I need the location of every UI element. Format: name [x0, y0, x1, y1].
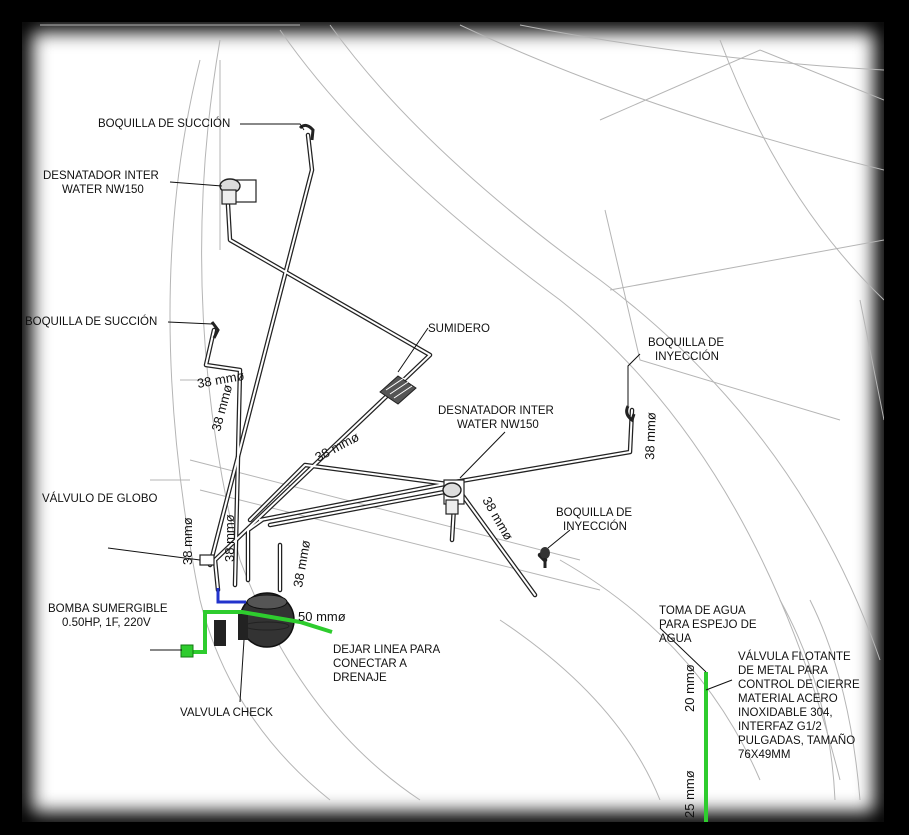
dim-38-e: 38 mmø	[180, 517, 195, 565]
injection-nozzle-1-icon	[625, 405, 636, 423]
component-labels: BOQUILLA DE SUCCIÓN DESNATADOR INTER WAT…	[25, 117, 860, 761]
plumbing-diagram: BOQUILLA DE SUCCIÓN DESNATADOR INTER WAT…	[25, 24, 884, 822]
label-toma-b: PARA ESPEJO DE	[659, 619, 757, 631]
label-sumidero: SUMIDERO	[428, 323, 490, 335]
label-flotante-h: 76X49MM	[738, 749, 790, 761]
dim-38-f: 38 mmø	[222, 514, 237, 562]
skimmer-1-icon	[219, 178, 257, 205]
leader-lines	[107, 123, 733, 703]
dim-20: 20 mmø	[682, 664, 697, 712]
label-boquilla-inyeccion-1-b: INYECCIÓN	[655, 350, 719, 363]
label-boquilla-inyeccion-1-a: BOQUILLA DE	[648, 337, 724, 349]
blue-pipe-segment	[216, 588, 246, 604]
dim-25: 25 mmø	[682, 770, 697, 818]
equipment	[180, 123, 708, 822]
label-valvulo-globo: VÁLVULO DE GLOBO	[42, 492, 158, 505]
label-flotante-a: VÁLVULA FLOTANTE	[738, 650, 851, 663]
label-drenaje-c: DRENAJE	[333, 672, 387, 684]
label-flotante-b: DE METAL PARA	[738, 665, 828, 677]
dim-38-g: 38 mmø	[290, 539, 313, 589]
label-flotante-e: INOXIDABLE 304,	[738, 707, 833, 719]
dim-38-d: 38 mmø	[642, 412, 659, 460]
drawing-sheet: BOQUILLA DE SUCCIÓN DESNATADOR INTER WAT…	[22, 22, 884, 822]
label-drenaje-a: DEJAR LINEA PARA	[333, 644, 440, 656]
label-bomba-b: 0.50HP, 1F, 220V	[62, 617, 151, 629]
pool-outline	[40, 24, 884, 801]
submersible-pump-icon	[180, 644, 194, 658]
check-valve-icon	[214, 612, 248, 646]
dim-38-b: 38 mmø	[208, 383, 235, 433]
label-boquilla-inyeccion-2-b: INYECCIÓN	[563, 520, 627, 533]
label-boquilla-succion-1: BOQUILLA DE SUCCIÓN	[98, 117, 230, 130]
pipe-dimensions: 38 mmø 38 mmø 38 mmø 38 mmø 38 mmø 38 mm…	[180, 368, 697, 818]
label-flotante-g: PULGADAS, TAMAÑO	[738, 734, 855, 747]
label-boquilla-inyeccion-2-a: BOQUILLA DE	[556, 507, 632, 519]
suction-nozzle-top-icon	[298, 123, 315, 141]
label-toma-a: TOMA DE AGUA	[659, 605, 746, 617]
label-desnatador-1-a: DESNATADOR INTER	[43, 170, 159, 182]
label-desnatador-2-b: WATER NW150	[457, 419, 539, 431]
skimmer-2-icon	[442, 479, 465, 515]
green-pipes	[190, 610, 708, 822]
suction-nozzle-left-icon	[210, 321, 220, 339]
dim-50: 50 mmø	[298, 609, 346, 624]
label-toma-c: AGUA	[659, 633, 692, 645]
label-desnatador-1-b: WATER NW150	[62, 184, 144, 196]
label-flotante-c: CONTROL DE CIERRE	[738, 679, 860, 691]
pipe-network	[203, 132, 635, 598]
label-drenaje-b: CONECTAR A	[333, 658, 407, 670]
label-flotante-f: INTERFAZ G1/2	[738, 721, 822, 733]
label-valvula-check: VALVULA CHECK	[180, 707, 273, 719]
label-bomba-a: BOMBA SUMERGIBLE	[48, 603, 168, 615]
label-desnatador-2-a: DESNATADOR INTER	[438, 405, 554, 417]
label-boquilla-succion-2: BOQUILLA DE SUCCIÓN	[25, 315, 157, 328]
dim-38-c: 38 mmø	[312, 429, 361, 465]
sump-grate-icon	[379, 375, 417, 405]
globe-valve-icon	[199, 554, 215, 566]
injection-nozzle-2-icon	[540, 547, 550, 568]
label-flotante-d: MATERIAL ACERO	[738, 693, 838, 705]
